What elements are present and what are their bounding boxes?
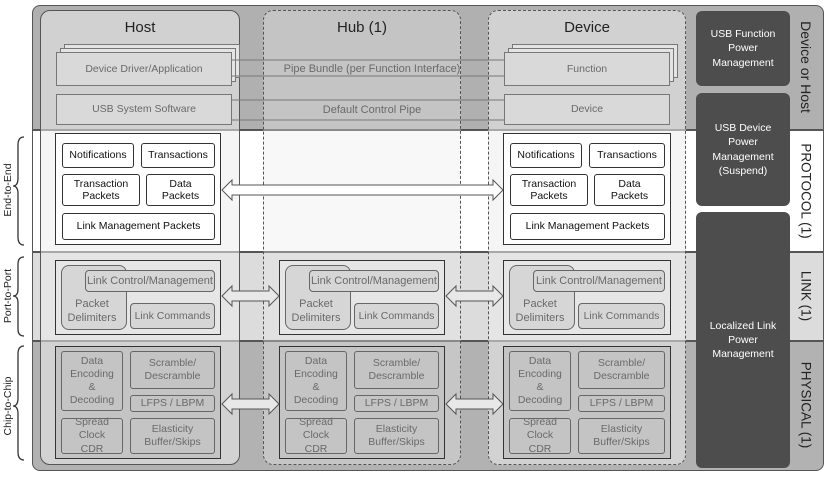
device-scramble: Scramble/ Descramble xyxy=(578,351,665,389)
host-data-packets: Data Packets xyxy=(146,174,215,206)
host-spread-clock: Spread Clock CDR xyxy=(61,416,123,455)
port-to-port-brace xyxy=(12,256,25,337)
host-title: Host xyxy=(124,19,156,36)
host-transaction-packets: Transaction Packets xyxy=(62,174,140,206)
device-driver-application-box: Device Driver/Application xyxy=(56,52,232,86)
device-link-control-label: Link Control/Management xyxy=(536,275,662,287)
host-packet-delimiters-label: Packet Delimiters xyxy=(67,298,117,324)
device-physical-frame xyxy=(503,346,671,459)
default-control-pipe-arrow xyxy=(232,99,504,121)
device-lfps-lbpm: LFPS / LBPM xyxy=(578,395,665,412)
host-elasticity: Elasticity Buffer/Skips xyxy=(130,418,215,454)
device-box: Device xyxy=(504,94,670,125)
layer-label-link: LINK (1) xyxy=(798,270,814,322)
function-box: Function xyxy=(504,52,670,86)
localized-link-power-management: Localized Link Power Management xyxy=(696,212,790,468)
hub-link-control-box xyxy=(309,270,439,292)
hub-packet-delimiters-label: Packet Delimiters xyxy=(291,298,341,324)
device-link-control-box xyxy=(533,270,665,292)
hub-device-link-arrow xyxy=(445,284,504,308)
host-link-commands-box: Link Commands xyxy=(130,303,215,329)
device-notifications: Notifications xyxy=(510,143,582,168)
hub-elasticity: Elasticity Buffer/Skips xyxy=(354,418,439,454)
host-physical-frame xyxy=(55,346,221,459)
usb-device-power-management: USB Device Power Management (Suspend) xyxy=(696,93,790,206)
hub-spread-clock: Spread Clock CDR xyxy=(285,416,347,455)
scope-label-port-to-port: Port-to-Port xyxy=(2,268,14,324)
usb-system-software-box: USB System Software xyxy=(56,94,232,125)
pipe-bundle-arrow xyxy=(232,59,504,77)
device-packet-delimiters-label: Packet Delimiters xyxy=(515,298,565,324)
host-lfps-lbpm: LFPS / LBPM xyxy=(130,395,215,412)
host-link-control-box xyxy=(85,270,215,292)
hub-title: Hub (1) xyxy=(336,19,388,36)
hub-data-encoding: Data Encoding & Decoding xyxy=(285,351,347,411)
host-notifications: Notifications xyxy=(62,143,134,168)
hub-physical-frame xyxy=(279,346,445,459)
device-elasticity: Elasticity Buffer/Skips xyxy=(578,418,665,454)
hub-link-commands-box: Link Commands xyxy=(354,303,439,329)
device-transactions: Transactions xyxy=(589,143,665,168)
layer-label-physical: PHYSICAL (1) xyxy=(798,361,814,449)
protocol-arrow xyxy=(221,178,504,202)
layer-label-protocol: PROTOCOL (1) xyxy=(798,143,814,239)
host-scramble: Scramble/ Descramble xyxy=(130,351,215,389)
default-control-pipe-label: Default Control Pipe xyxy=(322,104,422,116)
scope-label-chip-to-chip: Chip-to-Chip xyxy=(2,376,14,436)
hub-device-physical-arrow xyxy=(445,392,504,416)
end-to-end-brace xyxy=(12,136,25,246)
host-transactions: Transactions xyxy=(141,143,215,168)
host-data-encoding: Data Encoding & Decoding xyxy=(61,351,123,411)
host-link-management-packets: Link Management Packets xyxy=(62,213,215,240)
device-transaction-packets: Transaction Packets xyxy=(510,174,588,206)
host-hub-physical-arrow xyxy=(221,392,280,416)
device-data-packets: Data Packets xyxy=(594,174,665,206)
layer-label-device-or-host: Device or Host xyxy=(798,21,814,113)
device-spread-clock: Spread Clock CDR xyxy=(509,416,571,455)
device-data-encoding: Data Encoding & Decoding xyxy=(509,351,571,411)
device-link-management-packets: Link Management Packets xyxy=(510,213,665,240)
device-link-commands-box: Link Commands xyxy=(578,303,665,329)
hub-lfps-lbpm: LFPS / LBPM xyxy=(354,395,439,412)
host-link-control-label: Link Control/Management xyxy=(87,275,213,287)
host-hub-link-arrow xyxy=(221,284,280,308)
chip-to-chip-brace xyxy=(12,345,25,461)
scope-label-end-to-end: End-to-End xyxy=(2,163,14,217)
pipe-bundle-label: Pipe Bundle (per Function Interface) xyxy=(283,63,461,75)
hub-link-control-label: Link Control/Management xyxy=(311,275,437,287)
device-title: Device xyxy=(564,19,610,36)
hub-scramble: Scramble/ Descramble xyxy=(354,351,439,389)
usb-function-power-management: USB Function Power Management xyxy=(696,11,790,86)
